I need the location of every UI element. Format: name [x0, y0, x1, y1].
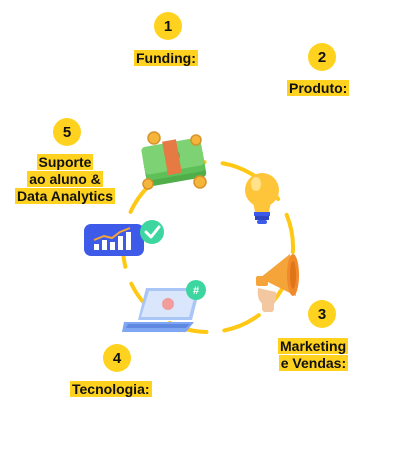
step-4-number: 4 [103, 344, 131, 372]
svg-text:#: # [193, 285, 199, 297]
step-1-number: 1 [154, 12, 182, 40]
step-2-label: Produto: [287, 80, 350, 96]
money-stack-icon [141, 131, 207, 190]
step-5-label: Suporte ao aluno & Data Analytics [15, 154, 115, 204]
step-4-label: Tecnologia: [70, 381, 152, 397]
step-2-number: 2 [308, 43, 336, 71]
megaphone-icon [256, 254, 299, 312]
lightbulb-icon [245, 173, 279, 224]
step-1-label: Funding: [134, 50, 198, 66]
step-3-number: 3 [308, 300, 336, 328]
step-3-label: Marketing e Vendas: [278, 338, 349, 371]
laptop-icon: # [122, 280, 206, 332]
analytics-chart-icon [84, 220, 164, 256]
step-5-number: 5 [53, 118, 81, 146]
